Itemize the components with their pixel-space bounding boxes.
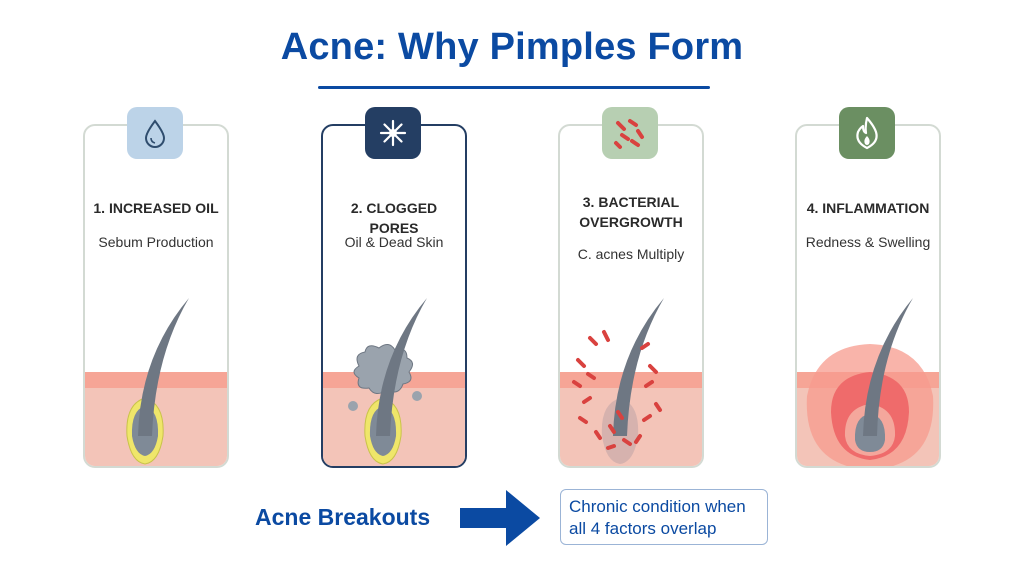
title-underline: [318, 86, 710, 89]
card-title: 2. CLOGGED PORES: [350, 200, 438, 236]
card-title: 3. BACTERIAL OVERGROWTH: [579, 194, 683, 230]
card-clogged-pores: 2. CLOGGED PORES Oil & Dead Skin: [321, 124, 467, 468]
chronic-condition-note: Chronic condition when all 4 factors ove…: [560, 489, 768, 545]
snowflake-icon: [365, 107, 421, 159]
card-subtitle: Oil & Dead Skin: [344, 234, 444, 250]
card-title: 1. INCREASED OIL: [93, 200, 219, 216]
hair-follicle-bacteria-illustration: [572, 298, 664, 464]
card-subtitle: C. acnes Multiply: [577, 246, 685, 262]
card-title: 4. INFLAMMATION: [806, 200, 930, 216]
arrow-right-icon: [460, 490, 540, 546]
page-title: Acne: Why Pimples Form: [280, 26, 744, 68]
card-subtitle: Redness & Swelling: [805, 234, 931, 250]
flame-icon: [839, 107, 895, 159]
acne-breakouts-label: Acne Breakouts: [255, 504, 431, 530]
card-increased-oil: 1. INCREASED OIL Sebum Production: [83, 124, 229, 468]
card-inflammation: 4. INFLAMMATION Redness & Swelling: [795, 124, 941, 468]
hair-follicle-inflammation-illustration: [806, 298, 934, 466]
bacteria-icon: [602, 107, 658, 159]
card-bacterial-overgrowth: 3. BACTERIAL OVERGROWTH C. acnes Multipl…: [558, 124, 704, 468]
hair-follicle-clog-illustration: [348, 298, 427, 465]
hair-follicle-oil-illustration: [126, 298, 189, 465]
droplet-icon: [127, 107, 183, 159]
card-subtitle: Sebum Production: [98, 234, 214, 250]
